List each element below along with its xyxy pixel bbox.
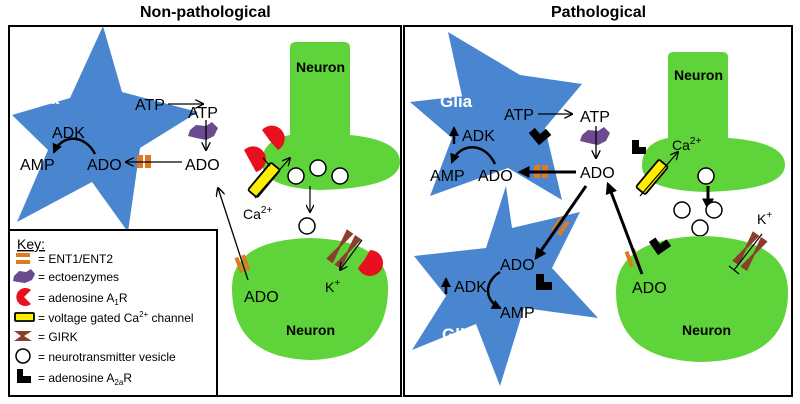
atp-glia-label: ATP: [135, 97, 165, 114]
ado-glia-label: ADO: [87, 157, 122, 174]
ado-efflux-arrow: [218, 188, 249, 281]
girk-channel: [326, 229, 362, 270]
adk-label: ADK: [52, 125, 85, 142]
amp-label: AMP: [20, 157, 55, 174]
ectoenzyme: [188, 122, 218, 140]
neurotransmitter-vesicle: [309, 159, 327, 177]
calcium-influx-arrow: [254, 158, 290, 199]
calcium-channel-icon: [14, 312, 35, 322]
right-ado-efflux-arrow: [605, 181, 644, 275]
potassium-efflux-arrow: [340, 239, 363, 270]
ado-extracellular-label: ADO: [185, 157, 220, 174]
key-label-a1r: = adenosine A1R: [38, 291, 128, 307]
key-box: [8, 229, 218, 397]
upper-neuron: [262, 42, 400, 190]
ado-to-amp-arrow: [52, 137, 97, 155]
lower-adk-label: ADK: [454, 279, 487, 296]
key-label-calcium-channel: = voltage gated Ca2+ channel: [38, 310, 194, 325]
glia-label: Glia: [27, 89, 60, 108]
neurotransmitter-vesicle: [287, 167, 305, 185]
key-label-a2ar: = adenosine A2aR: [38, 371, 132, 387]
upper-glia-label: Glia: [440, 92, 473, 111]
right-ado-extracellular-label: ADO: [580, 165, 615, 182]
adenosine-a2ar: [632, 140, 646, 154]
key-label-ectoenzymes: = ectoenzymes: [38, 270, 119, 284]
adenosine-a2ar: [536, 274, 552, 290]
key-title: Key:: [17, 236, 45, 252]
right-calcium-label: Ca2+: [672, 136, 701, 153]
left-panel-title: Non-pathological: [140, 4, 271, 21]
upper-adk-label: ADK: [462, 128, 495, 145]
upper-amp-label: AMP: [430, 168, 465, 185]
right-ado-neuron-label: ADO: [632, 280, 667, 297]
right-potassium-label: K+: [757, 210, 772, 227]
upper-ado-glia-label: ADO: [478, 168, 513, 185]
neurotransmitter-vesicle: [705, 201, 723, 219]
lower-glia-cell: [412, 186, 598, 386]
inhibition-line: [262, 157, 271, 167]
neurotransmitter-vesicle: [673, 201, 691, 219]
right-calcium-channel: [635, 159, 669, 195]
upper-neuron-label: Neuron: [296, 59, 345, 75]
ectoenzyme-icon: [13, 269, 35, 283]
ent-transporter-icon: [16, 253, 30, 264]
calcium-channel: [247, 162, 281, 198]
atp-extracellular-label: ATP: [188, 105, 218, 122]
lower-ado-uptake-arrow: [534, 185, 588, 260]
upper-atp-glia-label: ATP: [504, 107, 534, 124]
key-label-girk: = GIRK: [38, 330, 78, 344]
girk-icon: [14, 331, 32, 341]
right-lower-neuron-label: Neuron: [682, 322, 731, 338]
neurotransmitter-vesicle: [697, 167, 715, 185]
neurotransmitter-vesicle: [691, 219, 709, 237]
lower-ado-glia-label: ADO: [500, 257, 535, 274]
ado-neuron-label: ADO: [244, 289, 279, 306]
key-label-vesicle: = neurotransmitter vesicle: [38, 350, 176, 364]
adenosine-a2ar-icon: [17, 369, 31, 383]
lower-glia-label: Glia: [442, 325, 475, 344]
girk-block-line: [733, 233, 763, 271]
lower-neuron: [232, 238, 388, 360]
lower-amp-label: AMP: [500, 305, 535, 322]
right-panel-title: Pathological: [551, 4, 647, 21]
right-calcium-influx-arrow: [639, 152, 678, 197]
right-atp-extracellular-label: ATP: [580, 109, 610, 126]
lower-neuron-label: Neuron: [286, 322, 335, 338]
calcium-label: Ca2+: [243, 205, 272, 222]
potassium-label: K+: [325, 278, 340, 295]
vesicle-icon: [15, 348, 31, 364]
girk-channel: [732, 231, 768, 272]
right-upper-neuron-label: Neuron: [674, 67, 723, 83]
ectoenzyme: [580, 127, 610, 145]
upper-ado-to-amp-arrow: [450, 146, 497, 165]
ent-transporter: [234, 254, 251, 274]
adenosine-a1r: [244, 146, 267, 172]
adenosine-a1r: [358, 250, 383, 277]
glia-cell: [12, 26, 198, 232]
neurotransmitter-vesicle: [331, 167, 349, 185]
adenosine-a2ar: [648, 237, 672, 256]
girk-block-bar: [728, 265, 740, 275]
adenosine-a1r: [262, 125, 285, 150]
adenosine-a1r-icon: [16, 288, 31, 306]
key-label-ent: = ENT1/ENT2: [38, 252, 113, 266]
adenosine-a2ar: [528, 127, 552, 146]
lower-ado-to-amp-arrow: [486, 270, 502, 310]
neurotransmitter-vesicle: [298, 217, 316, 235]
right-lower-neuron: [616, 236, 788, 362]
